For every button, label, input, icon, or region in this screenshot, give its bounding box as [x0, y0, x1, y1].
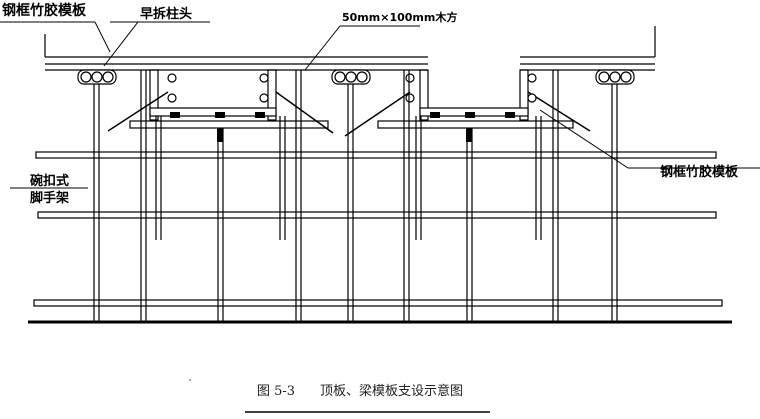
label-scaffold-line2: 脚手架: [30, 190, 69, 206]
beam-side-forms: [149, 69, 529, 121]
leader-lines: [0, 21, 760, 189]
label-timber-spec: 50mm×100mm木方: [342, 10, 457, 24]
scaffold-ledgers: [33, 151, 723, 307]
early-strip-heads: [77, 69, 635, 103]
beam-bottom-left: [149, 107, 277, 118]
vertical-poles: [93, 70, 618, 322]
slab-left: [44, 34, 262, 71]
diagonal-braces: [107, 91, 591, 137]
ledger-posts: [217, 128, 472, 142]
figure-title: 顶板、梁模板支设示意图: [320, 383, 463, 399]
slab-right: [520, 26, 656, 71]
label-scaffold-line1: 碗扣式: [30, 173, 69, 189]
beam-ledgers: [129, 120, 574, 129]
slab-middle: [262, 56, 428, 71]
figure-number: 图 5-3: [257, 384, 295, 399]
beam-bottom-right: [419, 107, 529, 118]
label-right-formwork: 钢框竹胶模板: [660, 164, 739, 180]
stray-dot: [189, 379, 191, 381]
label-early-strip-head: 早拆柱头: [140, 6, 192, 22]
label-top-left-formwork: 钢框竹胶模板: [2, 2, 87, 19]
